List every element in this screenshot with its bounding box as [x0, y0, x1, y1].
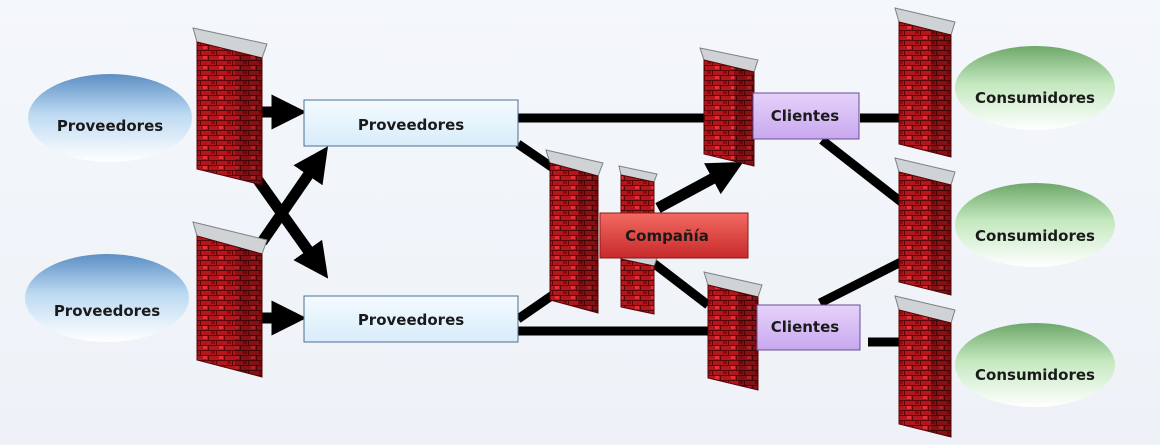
consumer-oval-3: Consumidores	[955, 323, 1115, 407]
connector-arrows	[253, 94, 744, 336]
client-box-2-label: Clientes	[771, 318, 839, 336]
consumer-oval-3-label: Consumidores	[975, 366, 1095, 384]
arrow-cross-up	[257, 146, 328, 246]
firewall-icon	[894, 7, 956, 158]
firewall-icon	[192, 27, 268, 186]
consumer-oval-2: Consumidores	[955, 183, 1115, 267]
connector-clientes-top-to-consumer-2	[819, 136, 908, 209]
connector-lines	[515, 113, 908, 347]
firewall-icon	[703, 271, 763, 391]
firewall-icon	[894, 295, 956, 438]
supplier-oval-1: Proveedores	[28, 74, 192, 162]
supplier-oval-2-label: Proveedores	[54, 302, 160, 320]
consumer-oval-1-label: Consumidores	[975, 89, 1095, 107]
supplier-oval-1-label: Proveedores	[57, 117, 163, 135]
client-box-2: Clientes	[756, 304, 861, 351]
firewall-icon	[192, 221, 268, 378]
arrow-cross-down	[253, 176, 329, 279]
connector-company-to-clientes-bottom	[649, 258, 711, 309]
firewall-icon	[894, 157, 956, 296]
firewall-icon	[545, 149, 604, 314]
supplier-box-2-label: Proveedores	[358, 311, 464, 329]
company-box-label: Compañía	[625, 227, 709, 245]
supplier-oval-2: Proveedores	[25, 254, 189, 342]
client-box-1: Clientes	[752, 92, 860, 140]
consumer-oval-1: Consumidores	[955, 46, 1115, 130]
arrow-company-to-clientes-top	[655, 161, 744, 213]
firewall-icon	[618, 249, 658, 315]
client-box-1-label: Clientes	[771, 107, 839, 125]
supplier-box-1-label: Proveedores	[358, 116, 464, 134]
connector-clientes-bottom-to-consumer-2	[817, 255, 908, 308]
company-box: Compañía	[599, 212, 749, 259]
supplier-box-1: Proveedores	[303, 99, 519, 147]
supplier-box-2: Proveedores	[303, 295, 519, 343]
consumer-oval-2-label: Consumidores	[975, 227, 1095, 245]
firewall-icon	[699, 47, 759, 167]
